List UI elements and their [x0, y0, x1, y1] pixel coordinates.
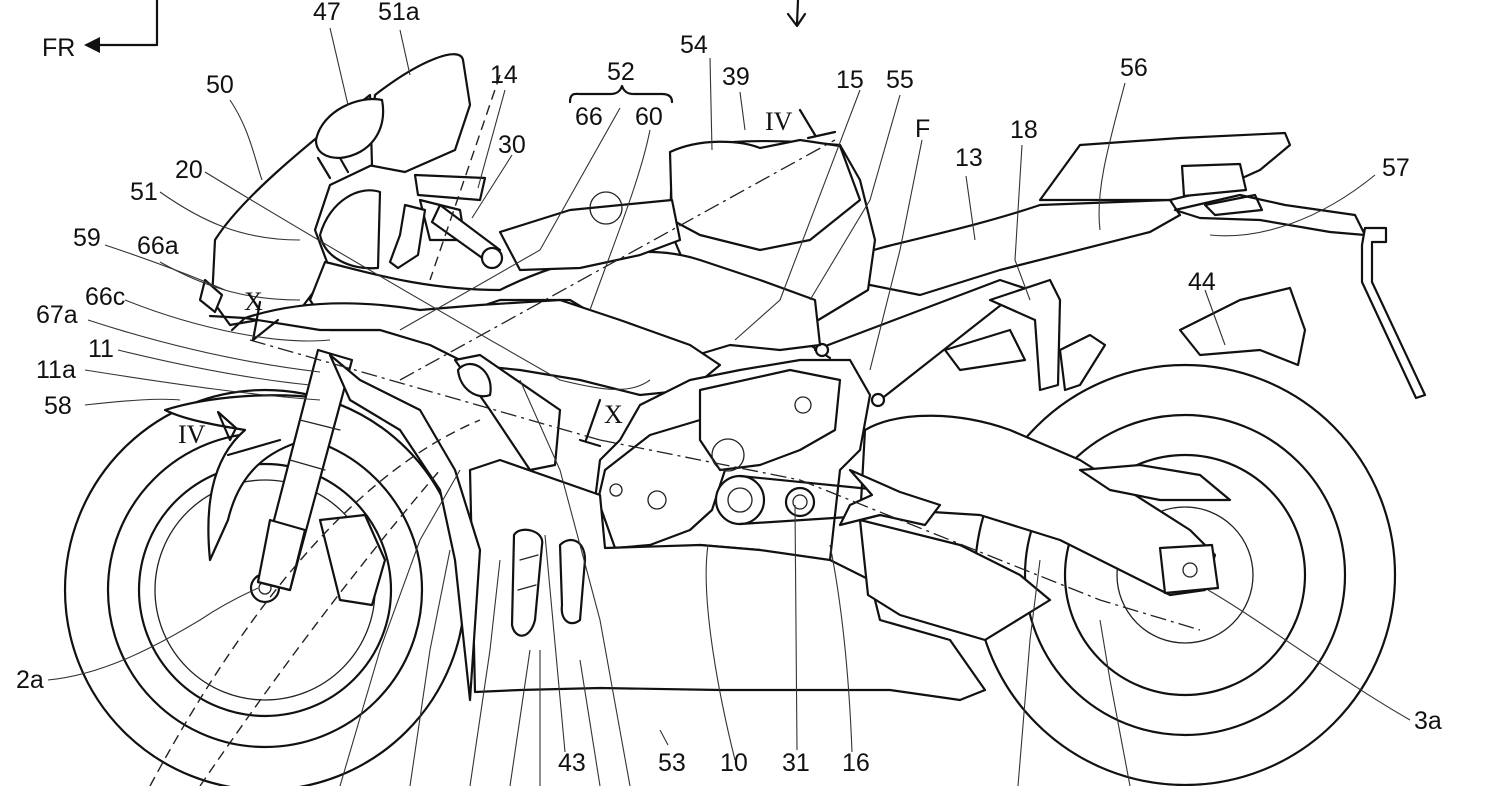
- label-20: 20: [175, 156, 203, 184]
- label-16: 16: [842, 749, 870, 777]
- label-3a: 3a: [1414, 707, 1442, 735]
- license-plate-bracket: [1173, 193, 1367, 237]
- label-56: 56: [1120, 54, 1148, 82]
- label-31: 31: [782, 749, 810, 777]
- rear-wheel: [973, 363, 1397, 786]
- label-13: 13: [955, 144, 983, 172]
- reference-lines: [149, 74, 1201, 786]
- label-66c: 66c: [85, 283, 125, 311]
- air-intake: [456, 363, 492, 398]
- label-51: 51: [130, 178, 158, 206]
- axle-plate: [1158, 543, 1220, 595]
- engine-cover: [596, 418, 732, 550]
- label-14: 14: [490, 61, 518, 89]
- rear-hugger: [1178, 286, 1307, 367]
- label-58: 58: [44, 392, 72, 420]
- label-67a: 67a: [36, 301, 78, 329]
- label-X-top: X: [244, 287, 263, 316]
- side-vent-2: [558, 538, 587, 625]
- label-X-mid: X: [604, 400, 623, 429]
- label-43: 43: [558, 749, 586, 777]
- label-10: 10: [720, 749, 748, 777]
- label-15: 15: [836, 66, 864, 94]
- section-markers: [216, 108, 837, 457]
- label-IV-left: IV: [178, 420, 206, 449]
- front-direction-indicator: FR: [42, 0, 807, 62]
- handlebar-assembly: [318, 173, 504, 270]
- label-53: 53: [658, 749, 686, 777]
- footpeg-bracket: [838, 468, 942, 527]
- label-59: 59: [73, 224, 101, 252]
- label-44: 44: [1188, 268, 1216, 296]
- label-57: 57: [1382, 154, 1410, 182]
- label-39: 39: [722, 63, 750, 91]
- frame-pivot: [698, 368, 842, 472]
- tail-cowl: [1038, 131, 1292, 202]
- group-brace-52: [568, 84, 674, 104]
- label-50: 50: [206, 71, 234, 99]
- label-52: 52: [607, 58, 635, 86]
- lower-cowl-edge: [328, 353, 482, 702]
- label-55: 55: [886, 66, 914, 94]
- rear-lamp: [1180, 162, 1248, 198]
- label-54: 54: [680, 31, 708, 59]
- plate-holder: [1360, 226, 1427, 400]
- label-11a: 11a: [36, 356, 76, 384]
- label-47: 47: [313, 0, 341, 26]
- exhaust-muffler: [858, 518, 1052, 642]
- leader-lines: [47, 27, 1411, 786]
- swingarm: [858, 414, 1217, 597]
- label-F: F: [915, 115, 930, 143]
- label-60: 60: [635, 103, 663, 131]
- label-30: 30: [498, 131, 526, 159]
- tank-cover: [668, 138, 862, 252]
- under-cowl: [468, 458, 987, 702]
- inner-panel: [498, 198, 682, 272]
- direction-label: FR: [42, 34, 75, 62]
- label-66a: 66a: [137, 232, 179, 260]
- label-2a: 2a: [16, 666, 44, 694]
- windscreen: [366, 53, 472, 174]
- chain-guard: [1078, 463, 1232, 502]
- label-51a: 51a: [378, 0, 420, 26]
- headlight-duct: [198, 278, 224, 314]
- center-cowl: [243, 298, 722, 397]
- mirror: [314, 97, 385, 160]
- label-66: 66: [575, 103, 603, 131]
- front-fork: [256, 348, 354, 592]
- callout-labels: 47 51a 50 14 52 54 39 15 55 56 66 60 30 …: [16, 0, 1442, 777]
- label-18: 18: [1010, 116, 1038, 144]
- label-11: 11: [88, 335, 114, 363]
- label-IV-top: IV: [765, 107, 793, 136]
- rear-frame: [808, 278, 1107, 408]
